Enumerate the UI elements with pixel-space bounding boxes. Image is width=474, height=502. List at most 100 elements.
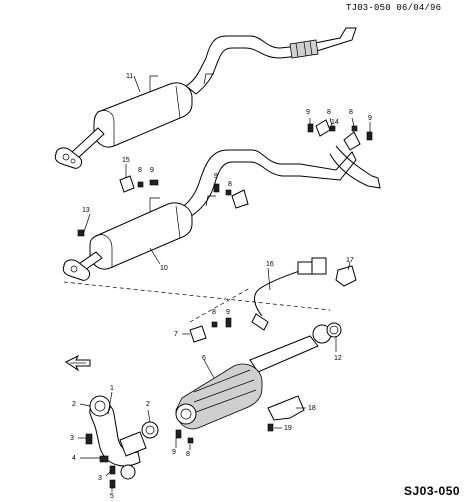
callout-9: 9 <box>306 109 310 116</box>
converter-flange-hole <box>180 408 192 420</box>
tailpipe-upper-end <box>329 145 381 189</box>
gasket-2b <box>141 421 159 439</box>
gasket-2b-hole <box>145 425 155 435</box>
converter-rib <box>193 379 255 403</box>
callout-4: 4 <box>72 455 76 462</box>
manifold-lower-flange <box>119 431 147 457</box>
muffler-lower-assembly <box>62 149 357 281</box>
manifold-flange-hole <box>94 400 106 412</box>
upper-right-hardware <box>307 117 381 189</box>
leader <box>133 75 141 93</box>
bolt-9d <box>213 183 220 193</box>
sensor-wire <box>254 269 303 317</box>
joint-line <box>309 40 313 56</box>
tailpipe-upper <box>185 27 357 95</box>
callout-8: 8 <box>186 451 190 458</box>
nut-4 <box>99 455 109 463</box>
converter-body <box>175 363 263 430</box>
callout-3: 3 <box>98 475 102 482</box>
bolt-9b <box>366 131 373 141</box>
assembly-line <box>189 287 251 323</box>
leader <box>79 403 91 407</box>
tailpipe-upper-joint <box>289 39 319 59</box>
nut-13 <box>77 229 85 237</box>
hanger-7 <box>189 325 207 343</box>
callout-8: 8 <box>228 181 232 188</box>
callout-17: 17 <box>346 257 354 264</box>
muffler-upper-end <box>97 110 115 146</box>
callout-9: 9 <box>150 167 154 174</box>
bracket-18 <box>267 395 305 421</box>
stud-3a <box>85 433 93 445</box>
muffler-upper-body <box>93 82 193 148</box>
hanger-rod <box>203 73 214 85</box>
muffler-upper-seam <box>175 85 181 119</box>
callout-18: 18 <box>308 405 316 412</box>
callout-9: 9 <box>226 309 230 316</box>
leader-lines <box>78 75 351 492</box>
callout-13: 13 <box>82 207 90 214</box>
assembly-line <box>63 281 331 311</box>
converter-rib <box>193 369 251 393</box>
callout-19: 19 <box>284 425 292 432</box>
leader <box>329 117 333 127</box>
callout-15: 15 <box>122 157 130 164</box>
callout-7: 7 <box>174 331 178 338</box>
joint-line <box>295 42 299 58</box>
callout-8: 8 <box>349 109 353 116</box>
muffler-upper-assembly <box>54 27 357 169</box>
header-code: TJ03-050 <box>346 3 391 13</box>
catalytic-converter-assembly <box>175 317 342 444</box>
tailpipe-lower <box>177 149 357 219</box>
bolt-9f <box>175 429 182 439</box>
callout-5: 5 <box>110 493 114 500</box>
callout-11: 11 <box>126 73 133 80</box>
callout-9: 9 <box>172 449 176 456</box>
hanger-15 <box>119 175 135 193</box>
washer-8a <box>329 125 336 132</box>
callout-3: 3 <box>70 435 74 442</box>
manifold-pipe-assembly <box>65 354 159 489</box>
leader <box>83 213 91 233</box>
footer-code: SJ03-050 <box>404 484 461 498</box>
clip-17 <box>335 265 357 287</box>
oxygen-sensor-assembly <box>251 257 357 331</box>
flange-hole <box>70 265 78 273</box>
manifold-outlet <box>120 464 136 480</box>
callout-9: 9 <box>214 173 218 180</box>
callout-8: 8 <box>138 167 142 174</box>
stud-3b <box>109 465 116 475</box>
joint-line <box>303 41 307 57</box>
bolt-9c <box>149 179 159 186</box>
bolt-5 <box>109 479 116 489</box>
washer-8f <box>187 437 194 444</box>
manifold-flange <box>89 395 111 417</box>
leader <box>347 261 351 271</box>
callouts: 11 9 8 14 8 9 15 8 9 9 8 13 10 16 17 7 8… <box>70 73 372 500</box>
leader <box>203 359 215 379</box>
sensor-connector-plug <box>311 257 327 275</box>
washer-8b <box>351 125 358 132</box>
washer-8d <box>225 189 232 196</box>
bolt-9a <box>307 123 314 133</box>
sensor-body <box>251 313 269 331</box>
muffler-lower-flange <box>62 259 91 281</box>
hanger-bracket-14b <box>343 131 361 151</box>
converter-rib <box>195 389 257 413</box>
gasket-12 <box>326 322 342 338</box>
callout-14: 14 <box>331 119 339 126</box>
callout-8: 8 <box>327 109 331 116</box>
hanger-rod <box>205 195 216 207</box>
hanger-rod <box>149 75 158 92</box>
callout-12: 12 <box>334 355 342 362</box>
hanger-bracket-14a <box>315 119 331 137</box>
hanger-rod <box>149 197 160 212</box>
manifold-pipe <box>89 402 141 467</box>
hanger-lower-right <box>231 189 249 209</box>
leader <box>267 267 271 291</box>
leader <box>105 469 113 477</box>
callout-6: 6 <box>202 355 206 362</box>
callout-2: 2 <box>146 401 150 408</box>
leader <box>147 409 151 423</box>
